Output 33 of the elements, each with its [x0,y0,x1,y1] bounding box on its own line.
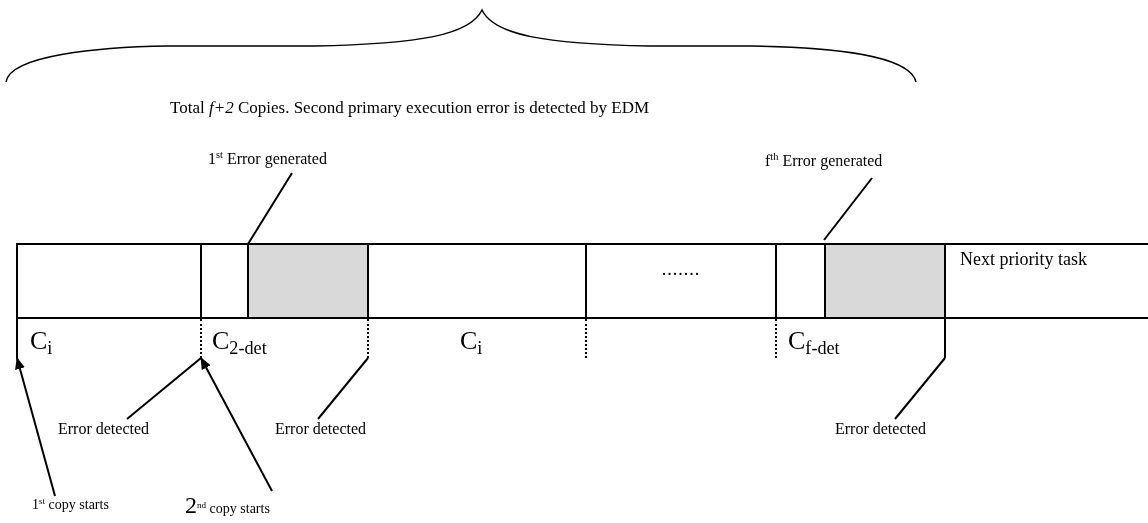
arrow [200,357,273,492]
leader-line [247,172,293,245]
brace-caption: Total f+2 Copies. Second primary execution error is detected by EDM [170,98,650,118]
duration-label: C$_{i}$ [460,326,483,356]
duration-label: C$_{f-det}$ [788,326,840,356]
annotation-text: Error detected [275,420,397,442]
tick-mark [944,319,947,358]
tick-mark [367,319,370,358]
arrow [15,357,56,497]
annotation-text: 2$^{nd}$ copy starts [185,492,313,522]
timeline-segment [16,243,200,319]
ellipsis-dots: ....... [660,258,702,280]
annotation-text: Error detected [58,420,180,442]
tick-mark [16,319,19,358]
duration-label: C$_{2-det}$ [212,326,267,356]
timeline-segment [944,243,1148,319]
leader-line [894,357,946,420]
annotation-text: 1$^{st}$ copy starts [32,497,136,519]
shaded-timeline-segment [247,243,367,319]
annotation-text: Error detected [835,420,957,442]
annotation-text: f$^{th}$ Error generated [765,152,930,174]
timeline-segment [367,243,585,319]
tick-mark [775,319,778,358]
tick-mark [200,319,203,358]
leader-line [317,357,369,420]
shaded-timeline-segment [824,243,944,319]
leader-line [126,357,202,420]
annotation-text: 1$^{st}$ Error generated [208,150,368,172]
segment-label: Next priority task [959,248,1088,270]
timeline-segment [585,243,775,319]
leader-line [823,177,873,241]
duration-label: C$_{i}$ [30,326,53,356]
tick-mark [585,319,588,358]
